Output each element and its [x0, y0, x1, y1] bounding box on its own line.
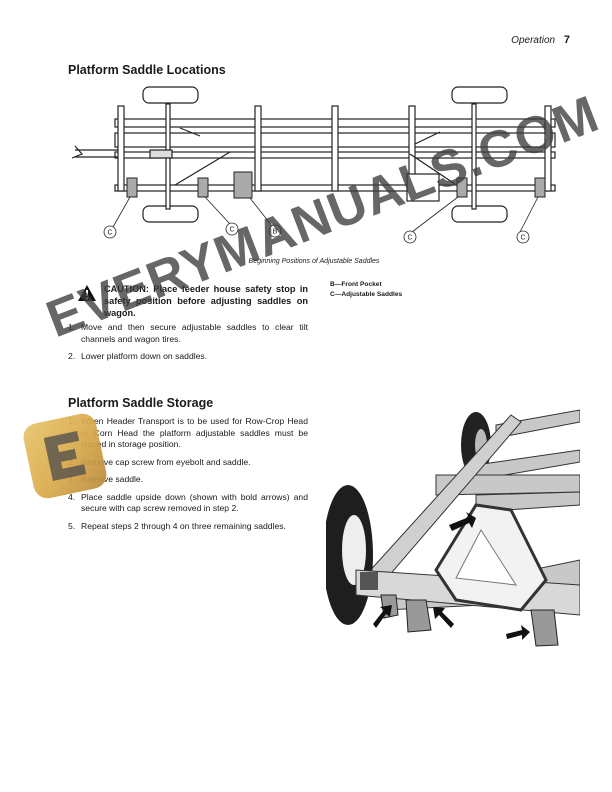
caution-text: CAUTION: Place feeder house safety stop … — [104, 284, 308, 318]
callout-c-3: C — [407, 235, 412, 242]
step-text: Move and then secure adjustable saddles … — [81, 322, 308, 344]
callout-c-2: C — [229, 227, 234, 234]
step-text: When Header Transport is to be used for … — [81, 416, 308, 449]
watermark-logo — [20, 411, 110, 501]
step-text: Place saddle upside down (shown with bol… — [81, 491, 308, 514]
list-item: 1. When Header Transport is to be used f… — [68, 416, 308, 451]
step-text: Remove saddle. — [81, 474, 144, 484]
list-item: 1. Move and then secure adjustable saddl… — [68, 322, 308, 345]
section-title-saddle-locations: Platform Saddle Locations — [68, 63, 226, 77]
running-header: Operation 7 — [511, 34, 570, 46]
locations-steps-list: 1. Move and then secure adjustable saddl… — [68, 322, 308, 369]
step-text: Repeat steps 2 through 4 on three remain… — [81, 520, 286, 531]
e-logo-icon — [43, 430, 87, 482]
section-name: Operation — [511, 35, 556, 46]
figure-caption: Beginning Positions of Adjustable Saddle… — [248, 258, 380, 265]
warning-triangle-icon — [78, 285, 96, 301]
list-item: 4. Place saddle upside down (shown with … — [68, 492, 308, 515]
wagon-frame-diagram: C C B C C — [71, 86, 556, 244]
callout-c-4: C — [520, 235, 525, 242]
step-text: Lower platform down on saddles. — [81, 351, 208, 361]
wagon-saddle-storage-photo — [326, 400, 580, 658]
step-number: 5. — [68, 520, 76, 531]
legend-item-b: B—Front Pocket — [330, 281, 382, 288]
figure-legend: B—Front Pocket C—Adjustable Saddles — [330, 280, 402, 300]
list-item: 2. Lower platform down on saddles. — [68, 351, 308, 363]
page-number: 7 — [563, 34, 570, 46]
step-number: 4. — [68, 491, 76, 502]
legend-item-c: C—Adjustable Saddles — [330, 291, 403, 298]
step-number: 1. — [68, 322, 76, 332]
step-text: Remove cap screw from eyebolt and saddle… — [81, 456, 251, 467]
callout-c-1: C — [107, 230, 112, 237]
step-number: 2. — [68, 351, 76, 361]
caution-notice: CAUTION: Place feeder house safety stop … — [78, 283, 308, 319]
callout-b: B — [273, 229, 278, 236]
list-item: 5. Repeat steps 2 through 4 on three rem… — [68, 521, 308, 533]
section-title-saddle-storage: Platform Saddle Storage — [68, 396, 214, 410]
